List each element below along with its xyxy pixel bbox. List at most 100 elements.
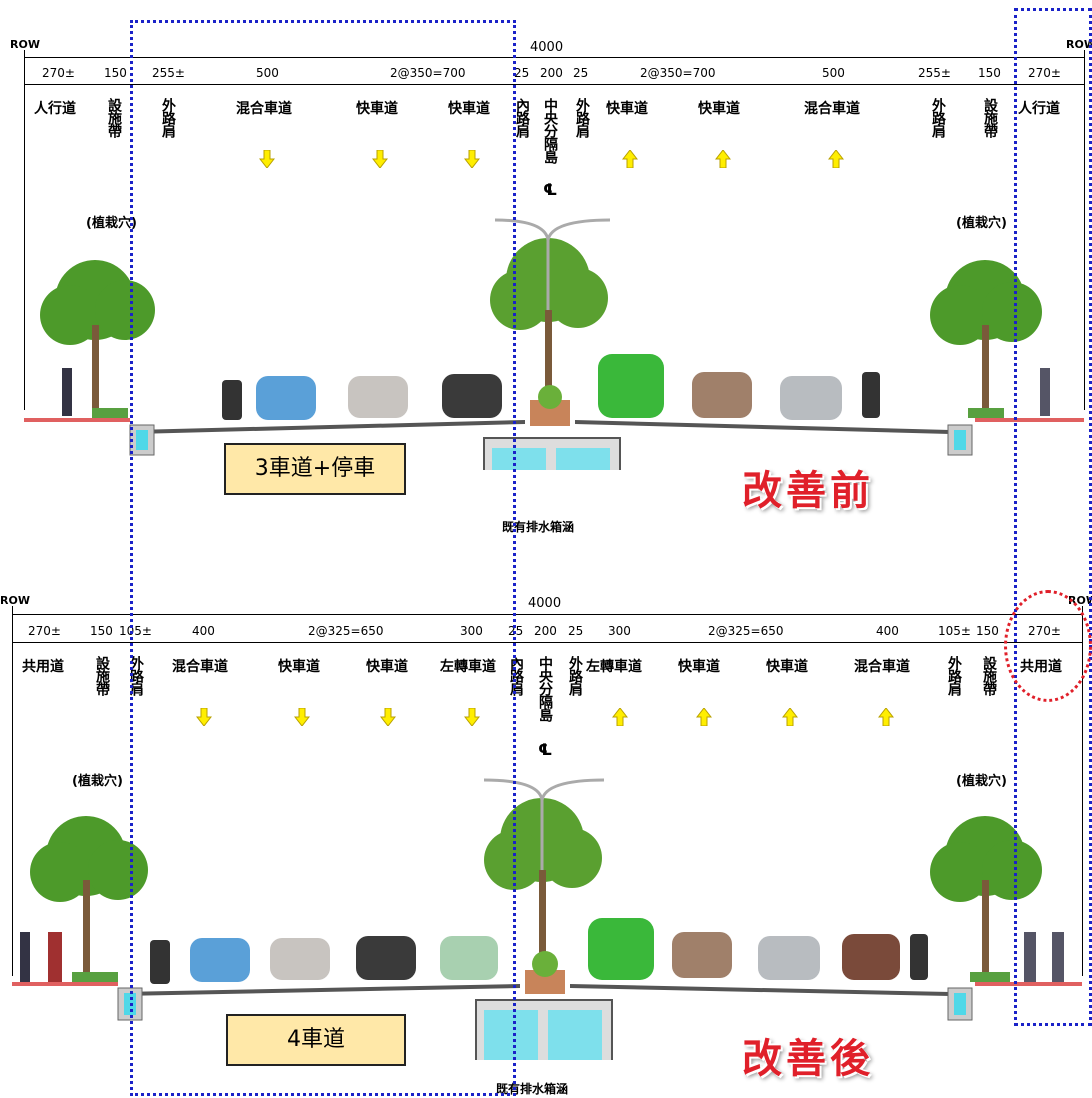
label-fast-2: 快車道 [366,659,408,675]
label-fast-3: 快車道 [606,101,648,117]
tree-right [930,816,1042,975]
car-icon [442,374,502,418]
arrow-down-icon [464,150,480,168]
label-inner-shoulder: 內路肩 [508,656,524,695]
label-shared-left: 共用道 [22,659,64,675]
dim-inner-right: 25 [568,624,584,638]
label-fast-2: 快車道 [448,101,490,117]
car-icon [256,376,316,420]
road-cross-section-before [24,218,1084,470]
label-fast-4: 快車道 [766,659,808,675]
label-mixed-left: 混合車道 [172,659,228,675]
dim-mixed-right: 400 [876,624,899,638]
tree-right [930,260,1042,410]
dim-facility-right: 150 [976,624,999,638]
label-facility-right: 設施帶 [982,98,998,137]
row-boundary-right [1084,50,1085,410]
dim-mixed-left: 400 [192,624,215,638]
dim-shared-left: 270± [28,624,61,638]
dim-fast-right: 2@350=700 [640,66,716,80]
label-shoulder-right: 外路肩 [946,656,962,695]
car-icon [440,936,498,980]
planting-pit-right: (植栽穴) [956,216,1007,231]
car-icon [348,376,408,418]
label-median: 中央分隔島 [537,656,553,721]
lane-config-box-before: 3車道+停車 [224,443,406,495]
label-fast-1: 快車道 [356,101,398,117]
highlight-lanes-dotted-box [130,20,516,1096]
lane-config-box-after: 4車道 [226,1014,406,1066]
car-icon [672,932,732,978]
dim-shoulder-left: 105± [119,624,152,638]
label-facility-right: 設施帶 [981,656,997,695]
dim-fast-left: 2@350=700 [390,66,466,80]
arrow-down-icon [196,708,212,726]
label-sidewalk-right: 人行道 [1018,101,1060,117]
total-width: 4000 [530,40,564,55]
total-dimension-line [24,57,1084,58]
planting-pit-left: (植栽穴) [72,774,123,789]
dim-turn-left: 300 [460,624,483,638]
dim-facility-left: 150 [90,624,113,638]
culvert-caption-before: 既有排水箱涵 [502,520,575,534]
label-mixed-left: 混合車道 [236,101,292,117]
title-before: 改善前 [742,468,874,514]
label-inner-shoulder: 內路肩 [514,98,530,137]
label-fast-4: 快車道 [698,101,740,117]
dim-median: 200 [534,624,557,638]
tree-left [40,260,155,410]
row-label-left: ROW [0,594,30,607]
title-after: 改善後 [742,1036,874,1082]
segment-dimension-line [12,642,1082,643]
arrow-up-icon [782,708,798,726]
label-turn-right: 左轉車道 [586,659,642,675]
label-shoulder-right: 外路肩 [930,98,946,137]
arrow-down-icon [294,708,310,726]
street-lamp-icon [494,218,611,310]
dim-median: 200 [540,66,563,80]
dim-mixed-left: 500 [256,66,279,80]
label-turn-left: 左轉車道 [440,659,496,675]
car-icon [780,376,842,420]
arrow-down-icon [372,150,388,168]
total-width: 4000 [528,596,562,611]
car-icon [588,918,654,980]
dim-sidewalk-right: 270± [1028,66,1061,80]
segment-dimension-line [24,84,1084,85]
arrow-down-icon [259,150,275,168]
car-icon [692,372,752,418]
car-icon [598,354,664,418]
car-icon [190,938,250,982]
total-dimension-line [12,614,1082,615]
planting-pit-right: (植栽穴) [956,774,1007,789]
row-boundary-left [12,606,13,976]
arrow-up-icon [878,708,894,726]
dim-mixed-right: 500 [822,66,845,80]
label-median: 中央分隔島 [542,98,558,163]
car-icon [270,938,330,980]
label-fast-3: 快車道 [678,659,720,675]
centerline-symbol: ℄ [543,180,558,199]
dim-shoulder-left: 255± [152,66,185,80]
tree-left [30,816,148,975]
car-icon [356,936,416,980]
dim-fast-left: 2@325=650 [308,624,384,638]
highlight-sidewalk-dotted-box [1014,8,1092,1026]
car-icon [842,934,900,980]
planting-pit-left: (植栽穴) [86,216,137,231]
label-shoulder-center-right: 外路肩 [574,98,590,137]
row-label-left: ROW [10,38,40,51]
row-boundary-left [24,50,25,410]
arrow-up-icon [622,150,638,168]
motorcycle-icon [862,372,880,418]
dim-sidewalk-left: 270± [42,66,75,80]
highlight-shared-path-circle [1004,590,1092,702]
label-facility-left: 設施帶 [94,656,110,695]
box-culvert [475,999,613,1060]
label-shoulder-center-right: 外路肩 [567,656,583,695]
label-shoulder-left: 外路肩 [160,98,176,137]
motorcycle-icon [222,380,242,420]
centerline-symbol: ℄ [538,740,553,759]
dim-inner-right: 25 [573,66,589,80]
dim-fast-right: 2@325=650 [708,624,784,638]
